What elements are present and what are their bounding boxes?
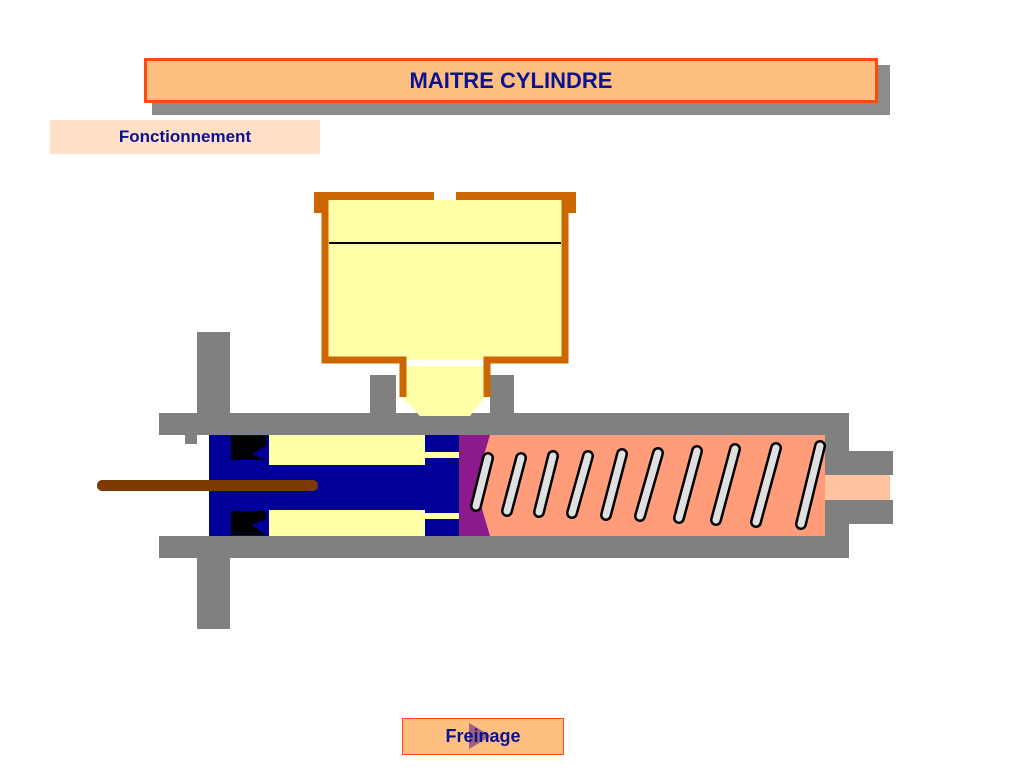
reservoir-port-right xyxy=(490,375,514,415)
page-title: MAITRE CYLINDRE xyxy=(409,67,613,93)
feed-channel-fluid xyxy=(403,366,484,416)
spring-coil-3-highlight xyxy=(535,452,557,516)
spring-coil-5-highlight xyxy=(602,450,626,519)
reservoir-wall-right xyxy=(483,200,569,397)
piston-groove-top xyxy=(425,452,459,458)
page-subtitle: Fonctionnement xyxy=(118,127,252,146)
spring-coil-1-highlight xyxy=(472,454,492,510)
title-banner: MAITRE CYLINDRE xyxy=(144,58,878,103)
spring-coil-7-highlight xyxy=(675,447,701,522)
piston-groove-bottom xyxy=(425,513,459,519)
cylinder-wall-bottom xyxy=(159,536,849,558)
return-spring xyxy=(470,440,826,530)
mounting-flange-top xyxy=(197,332,230,422)
reservoir-port-left xyxy=(370,375,396,415)
reservoir-wall-left xyxy=(321,200,407,397)
spring-coil-10-highlight xyxy=(797,442,824,528)
piston-head-front xyxy=(425,435,459,536)
next-slide-label: Freinage xyxy=(445,726,521,746)
reservoir-cap-left xyxy=(314,192,434,213)
subtitle-banner: Fonctionnement xyxy=(50,120,320,154)
spring-coil-4-highlight xyxy=(568,452,592,517)
outlet-wall-bottom xyxy=(849,500,893,524)
outlet-line-fluid xyxy=(825,475,890,500)
rear-seal-top xyxy=(231,436,266,460)
cylinder-wall-top xyxy=(159,413,849,435)
play-arrow-icon xyxy=(469,723,491,749)
reservoir-fluid xyxy=(325,200,565,360)
outlet-wall-top xyxy=(849,451,893,475)
next-slide-button[interactable]: Freinage xyxy=(402,718,564,755)
spring-coil-8-highlight xyxy=(712,445,739,524)
spring-coil-9-highlight xyxy=(752,444,780,526)
reservoir-cap-right xyxy=(456,192,576,213)
spring-coil-6-highlight xyxy=(636,449,662,520)
rear-seal-bottom xyxy=(231,511,266,535)
mounting-flange-bottom xyxy=(197,548,230,629)
spring-coil-2-highlight xyxy=(503,454,525,515)
push-rod xyxy=(97,480,318,491)
feed-channel-divider xyxy=(428,416,460,432)
